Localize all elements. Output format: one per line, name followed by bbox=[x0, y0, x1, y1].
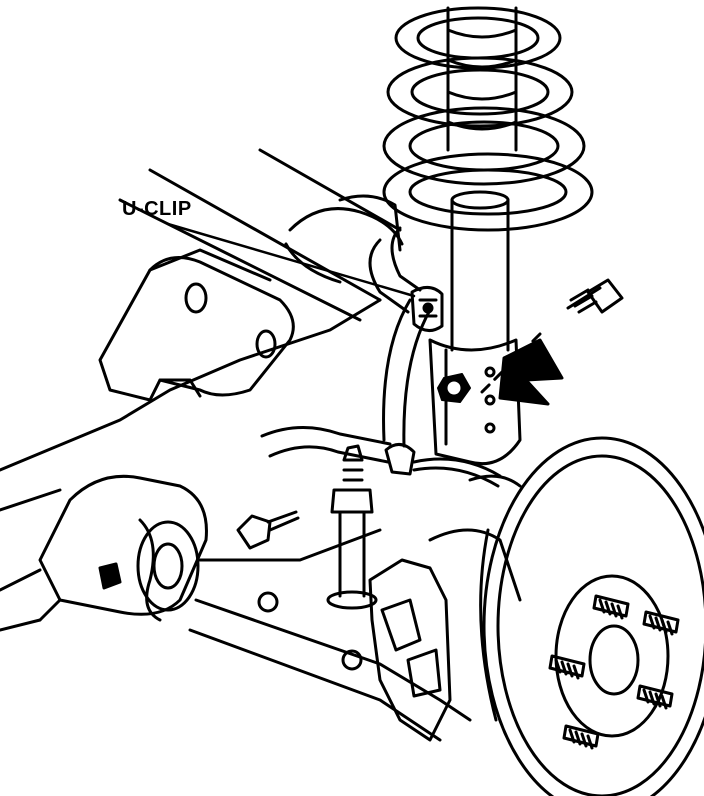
coil-spring bbox=[382, 6, 594, 232]
u-clip-label: U-CLIP bbox=[122, 198, 192, 220]
stud bbox=[326, 444, 378, 610]
stabilizer-bar bbox=[260, 226, 432, 464]
u-clip bbox=[410, 286, 444, 332]
lower-bolt bbox=[236, 510, 300, 550]
upper-bolt bbox=[566, 278, 624, 314]
lower-control-arm bbox=[0, 474, 472, 742]
steering-knuckle bbox=[368, 474, 522, 742]
u-clip-leader-line bbox=[166, 222, 416, 298]
crossmember bbox=[0, 148, 404, 512]
wheel-studs bbox=[548, 594, 680, 750]
strut-body bbox=[428, 190, 522, 466]
brake-hose-clip bbox=[384, 443, 502, 488]
direction-arrow-icon bbox=[498, 338, 564, 406]
